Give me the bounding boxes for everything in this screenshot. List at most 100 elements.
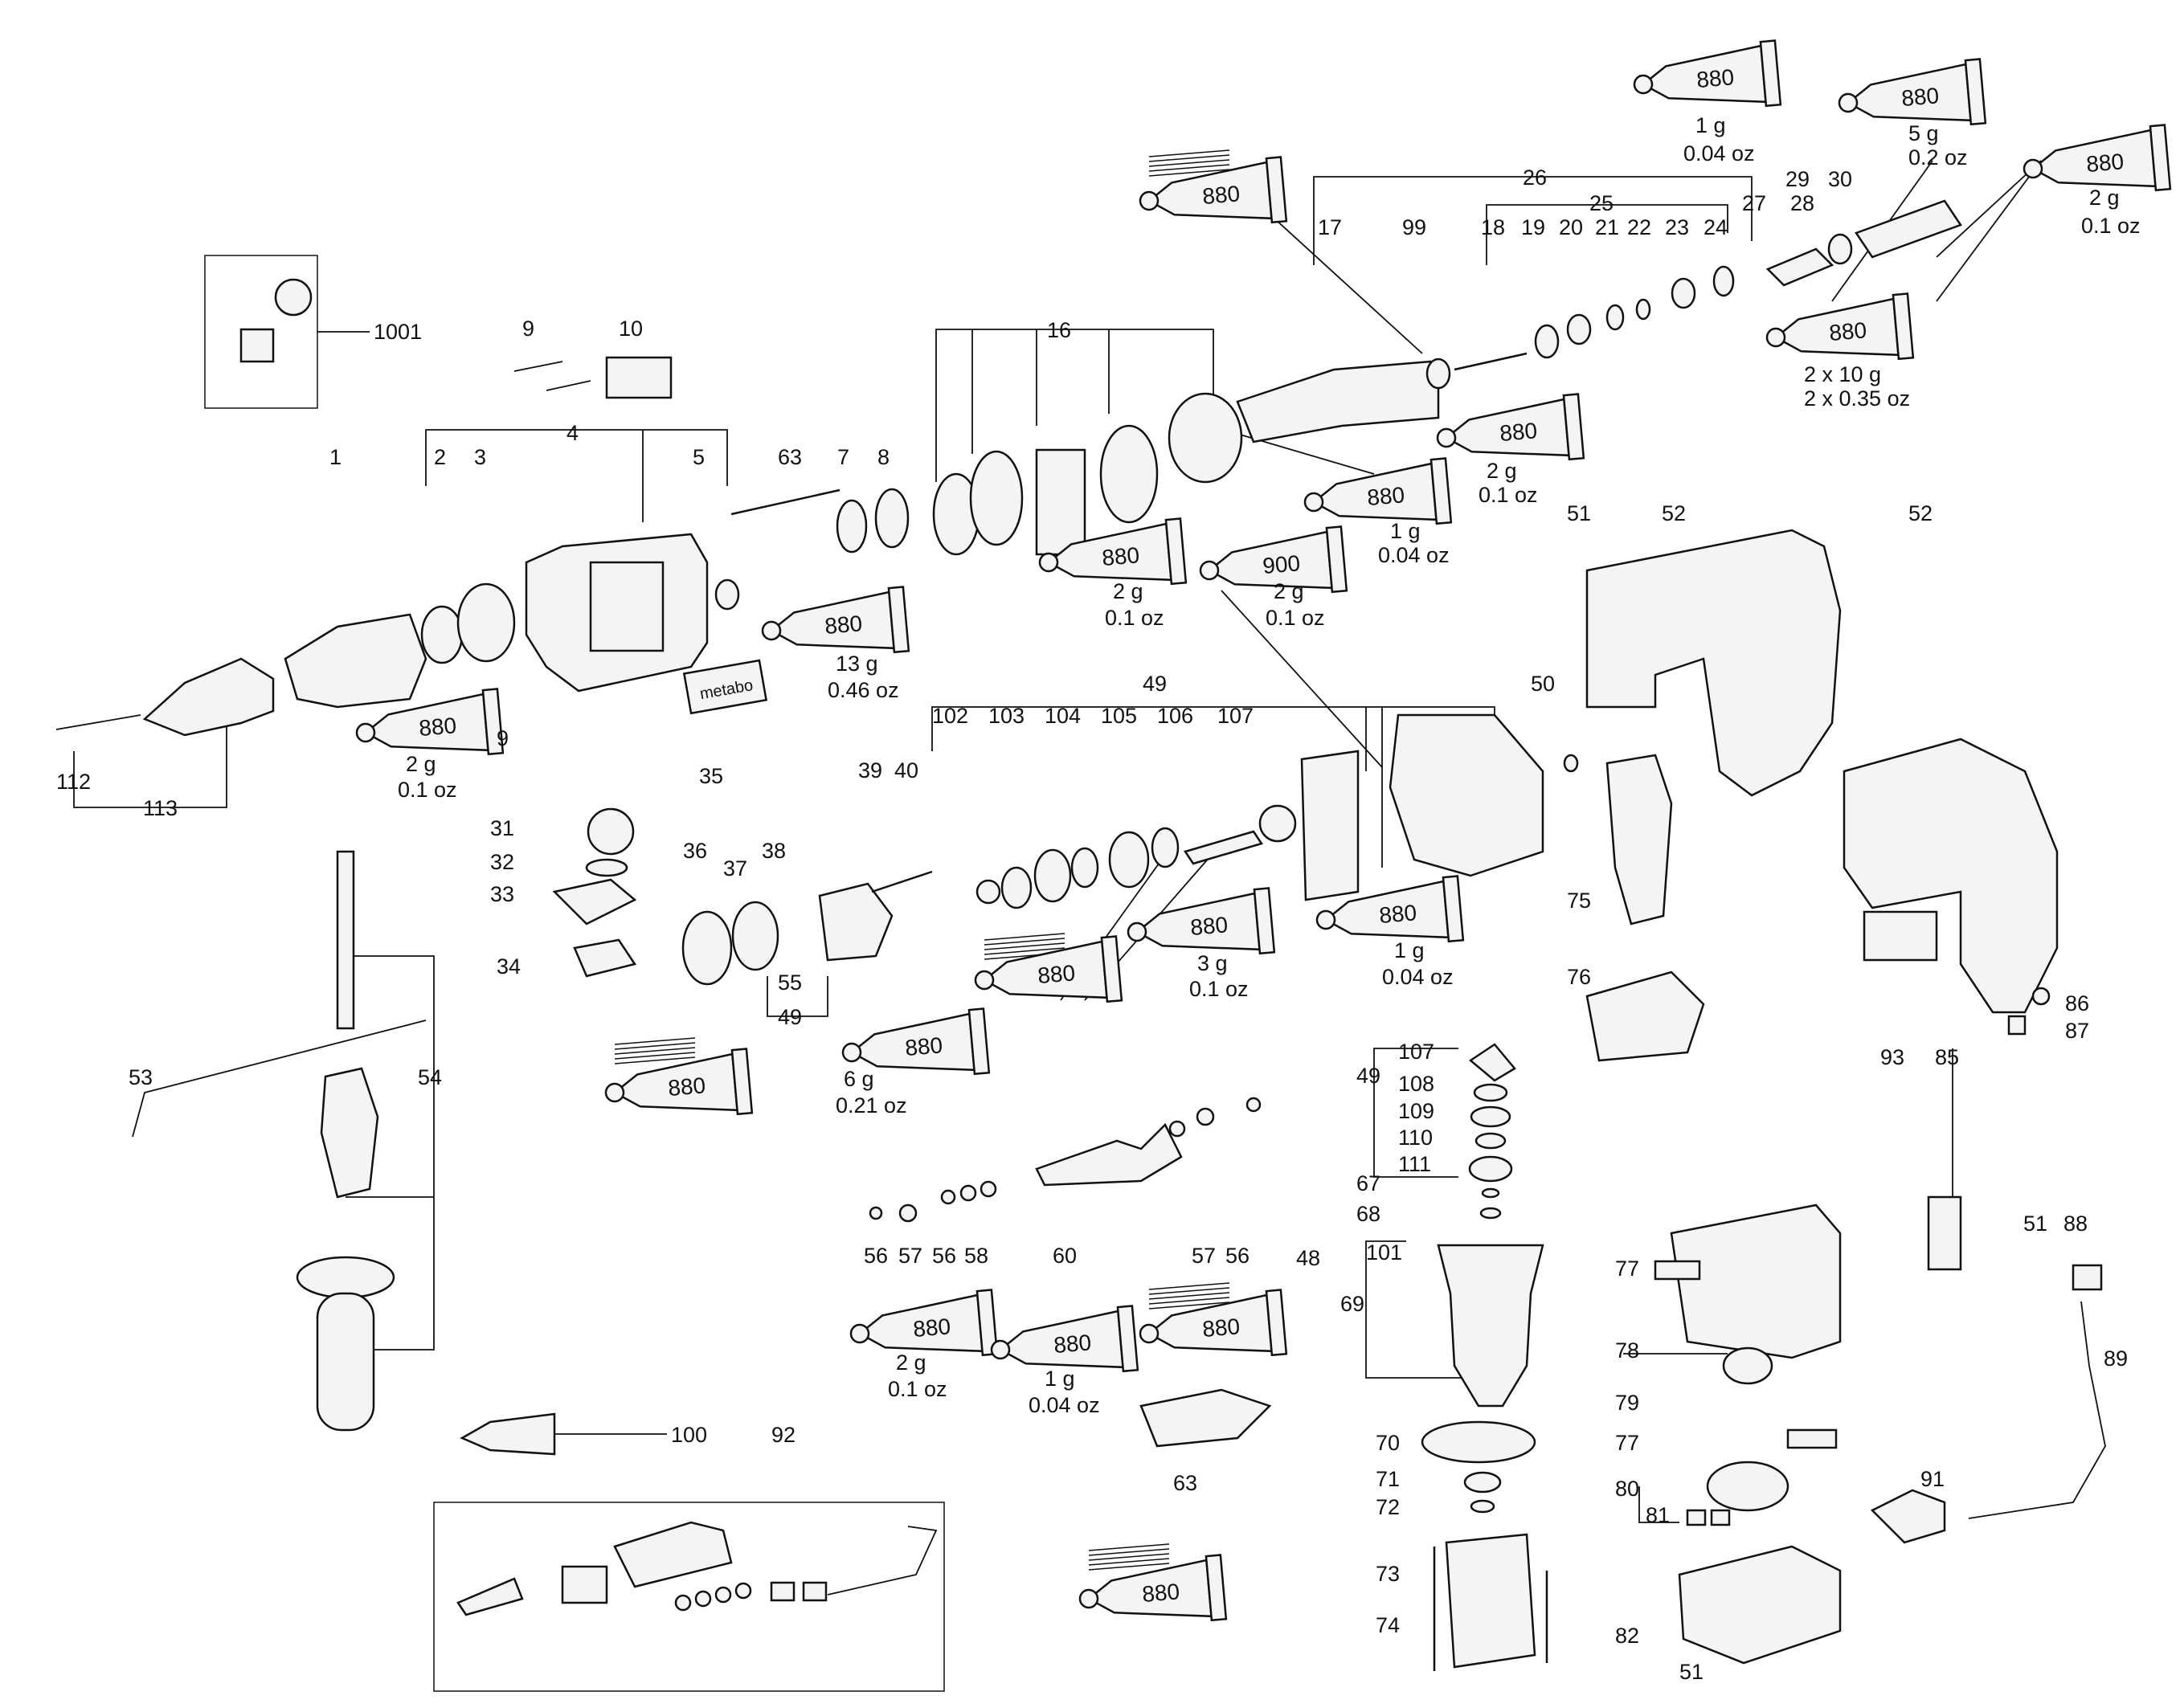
svg-text:0.46 oz: 0.46 oz [828, 678, 899, 702]
label-57b: 57 [1192, 1244, 1216, 1268]
label-3: 3 [474, 445, 486, 469]
svg-text:0.2 oz: 0.2 oz [1908, 145, 1968, 170]
label-68: 68 [1356, 1202, 1380, 1226]
label-57a: 57 [898, 1244, 922, 1268]
lubricant-tubes: 880 1 g 0.04 oz 880 5 g 0.2 oz 880 2 g 0… [353, 39, 2172, 1633]
label-49b: 49 [778, 1005, 802, 1029]
label-28: 28 [1790, 191, 1814, 215]
label-1: 1 [329, 445, 342, 469]
svg-text:1 g: 1 g [1390, 519, 1421, 543]
label-49a: 49 [1143, 672, 1167, 696]
label-108: 108 [1398, 1072, 1434, 1096]
label-87: 87 [2065, 1019, 2089, 1043]
label-113: 113 [143, 796, 178, 820]
label-1001: 1001 [374, 320, 422, 344]
label-103: 103 [988, 704, 1025, 728]
label-112: 112 [56, 770, 91, 794]
label-67: 67 [1356, 1171, 1380, 1195]
tube-left-34: 880 [602, 1048, 754, 1127]
label-91: 91 [1920, 1467, 1945, 1491]
label-17: 17 [1318, 215, 1342, 239]
label-51c: 51 [1679, 1660, 1704, 1684]
svg-text:0.1 oz: 0.1 oz [398, 778, 457, 802]
label-86: 86 [2065, 991, 2089, 1015]
tube-5g: 880 [1835, 58, 1987, 137]
label-9b: 9 [497, 726, 509, 750]
svg-text:880: 880 [1101, 542, 1140, 570]
svg-text:880: 880 [1201, 1314, 1241, 1342]
label-52a: 52 [1662, 501, 1686, 525]
label-71: 71 [1376, 1467, 1400, 1491]
label-92: 92 [771, 1423, 796, 1447]
svg-text:0.1 oz: 0.1 oz [1479, 483, 1538, 507]
tube-900: 900 [1196, 525, 1348, 605]
label-5: 5 [693, 445, 705, 469]
label-58: 58 [964, 1244, 988, 1268]
label-109: 109 [1398, 1099, 1434, 1123]
label-24: 24 [1704, 215, 1728, 239]
svg-text:2 x 10 g: 2 x 10 g [1804, 362, 1881, 386]
tube-mid-102: 880 [971, 935, 1123, 1015]
label-18: 18 [1481, 215, 1505, 239]
svg-text:880: 880 [1053, 1330, 1092, 1358]
label-89: 89 [2104, 1346, 2128, 1371]
label-2: 2 [434, 445, 446, 469]
brush-bottom [1088, 1543, 1170, 1571]
svg-text:1 g: 1 g [1045, 1367, 1075, 1391]
label-56a: 56 [864, 1244, 888, 1268]
svg-text:0.04 oz: 0.04 oz [1382, 965, 1454, 989]
svg-text:6 g: 6 g [844, 1067, 874, 1091]
label-36: 36 [683, 839, 707, 863]
label-19: 19 [1521, 215, 1545, 239]
svg-text:880: 880 [1499, 418, 1538, 446]
label-21: 21 [1595, 215, 1619, 239]
svg-text:0.1 oz: 0.1 oz [888, 1377, 947, 1401]
label-50: 50 [1531, 672, 1555, 696]
svg-text:0.1 oz: 0.1 oz [1189, 977, 1249, 1001]
label-29: 29 [1785, 167, 1810, 191]
label-100: 100 [671, 1423, 707, 1447]
label-7: 7 [837, 445, 849, 469]
label-88: 88 [2063, 1212, 2088, 1236]
svg-text:1 g: 1 g [1394, 938, 1425, 962]
label-26: 26 [1523, 165, 1547, 190]
svg-text:2 g: 2 g [1113, 579, 1143, 603]
label-99: 99 [1402, 215, 1426, 239]
tube-3g: 880 [1124, 887, 1276, 966]
label-106: 106 [1157, 704, 1193, 728]
svg-text:880: 880 [1201, 181, 1241, 209]
tube-1g-48: 880 [1313, 875, 1465, 954]
label-56c: 56 [1225, 1244, 1250, 1268]
tube-2g-bottom: 880 [847, 1289, 999, 1368]
label-56b: 56 [932, 1244, 956, 1268]
label-78: 78 [1615, 1338, 1639, 1363]
label-31: 31 [490, 816, 514, 840]
label-104: 104 [1045, 704, 1081, 728]
label-80: 80 [1615, 1477, 1639, 1501]
label-55: 55 [778, 970, 802, 995]
label-22: 22 [1627, 215, 1651, 239]
label-101: 101 [1366, 1240, 1402, 1265]
label-54: 54 [418, 1065, 442, 1089]
label-85: 85 [1935, 1045, 1959, 1069]
label-4: 4 [566, 421, 579, 445]
label-32: 32 [490, 850, 514, 874]
svg-text:880: 880 [1828, 317, 1867, 345]
svg-text:880: 880 [1378, 900, 1417, 928]
label-63a: 63 [778, 445, 802, 469]
label-76: 76 [1567, 965, 1591, 989]
label-93: 93 [1880, 1045, 1904, 1069]
label-69: 69 [1340, 1292, 1364, 1316]
tube-bottom-mid: 880 [1136, 1289, 1288, 1368]
tube-top-center: 880 [1136, 156, 1288, 235]
svg-text:0.1 oz: 0.1 oz [2081, 214, 2141, 238]
label-60: 60 [1053, 1244, 1077, 1268]
label-10: 10 [619, 317, 643, 341]
svg-text:880: 880 [1141, 1579, 1180, 1607]
brush-left [614, 1037, 696, 1064]
tube-1g-bottom: 880 [988, 1305, 1139, 1384]
part-number-labels: 1 2 3 4 5 7 8 9 9 10 16 17 18 19 20 21 2… [56, 165, 2128, 1684]
label-111: 111 [1398, 1152, 1431, 1176]
label-9a: 9 [522, 317, 534, 341]
